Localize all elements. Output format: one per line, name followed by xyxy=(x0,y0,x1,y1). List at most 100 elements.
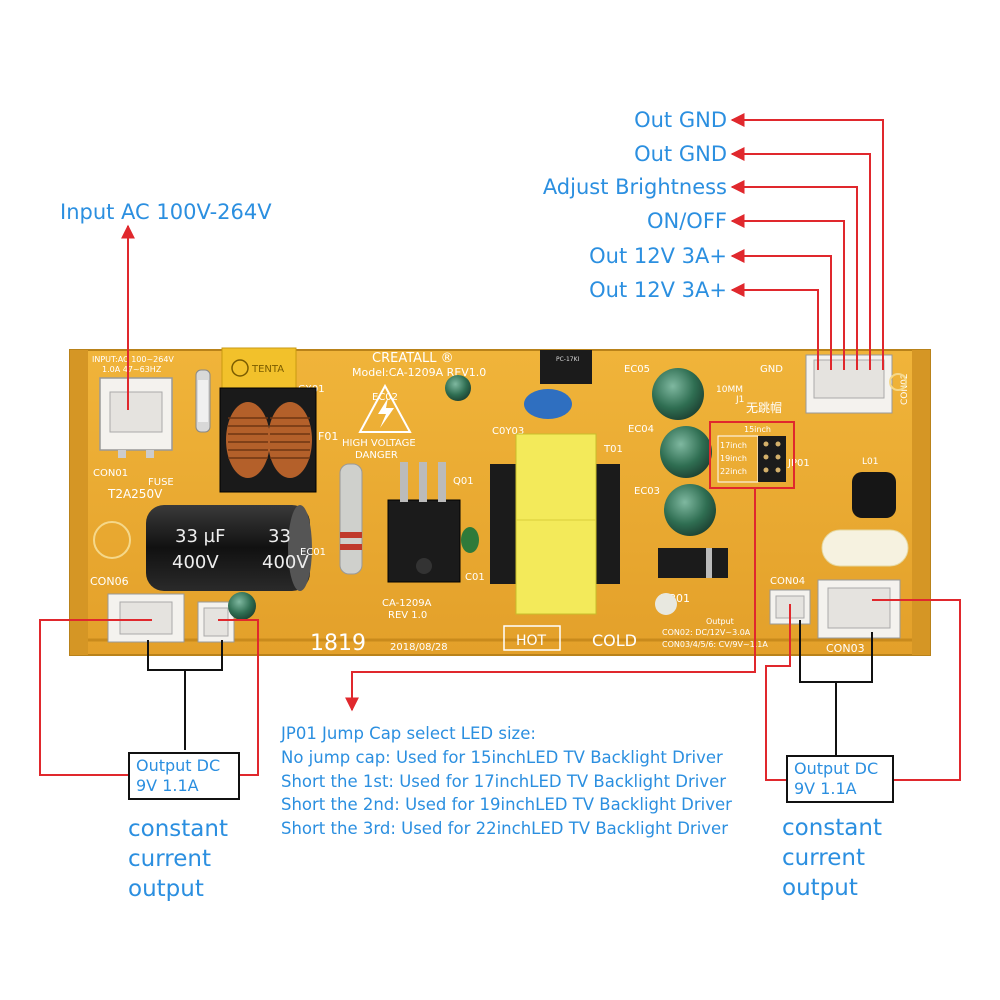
con03-connector xyxy=(817,579,901,639)
pin-label-out-12v-2: Out 12V 3A+ xyxy=(589,278,727,302)
silk-jp-19: 19inch xyxy=(720,454,747,463)
optocoupler xyxy=(540,350,592,384)
silk-10mm: 10MM xyxy=(716,385,743,395)
right-output-box: Output DC 9V 1.1A xyxy=(786,755,894,803)
right-constant-current-label: constant current output xyxy=(782,813,882,903)
silk-ec04: EC04 xyxy=(628,424,654,435)
silk-input2: 1.0A 47~63HZ xyxy=(102,365,162,374)
con05-connector xyxy=(197,601,235,643)
right-cc-line3: output xyxy=(782,875,858,901)
silk-hot: HOT xyxy=(516,633,547,649)
silk-fuse-rating: T2A250V xyxy=(107,487,163,501)
silk-f01: F01 xyxy=(318,430,338,443)
silk-wu-tiao: 无跳帽 xyxy=(746,400,782,415)
left-constant-current-label: constant current output xyxy=(128,814,228,904)
right-output-line1: Output DC xyxy=(794,759,879,778)
right-cc-line2: current xyxy=(782,845,865,871)
jumper-note-line xyxy=(345,488,756,712)
left-output-red-line2 xyxy=(218,619,259,776)
fuse xyxy=(195,369,211,433)
hot-cold-mark xyxy=(503,625,561,651)
silk-output1: Output xyxy=(706,617,734,626)
pin-label-out-gnd-1: Out GND xyxy=(634,108,727,132)
silk-gnd: GND xyxy=(760,364,783,375)
silk-rev: REV 1.0 xyxy=(388,610,427,621)
transformer xyxy=(490,433,620,615)
bulk-capacitor xyxy=(146,505,312,591)
cap-value: 33 µF xyxy=(175,526,225,547)
annotation-black-lines xyxy=(147,620,873,755)
left-output-red-line xyxy=(39,619,152,776)
silk-pc817: PC-17KI xyxy=(556,356,580,363)
cap2-voltage: 400V xyxy=(262,552,309,573)
silk-jp-15: 15inch xyxy=(744,425,771,434)
silk-con02: CON02 xyxy=(900,373,910,405)
jumper-highlight-box xyxy=(709,421,795,489)
pin5-line xyxy=(730,249,832,370)
ec03-capacitor xyxy=(664,484,716,536)
silk-jp-17: 17inch xyxy=(720,441,747,450)
silk-t01: T01 xyxy=(603,444,623,455)
silk-c01: C01 xyxy=(465,572,485,583)
left-output-box: Output DC 9V 1.1A xyxy=(128,752,240,800)
silk-l01: L01 xyxy=(862,457,878,467)
pin-label-out-12v-1: Out 12V 3A+ xyxy=(589,244,727,268)
silk-ec01: EC01 xyxy=(300,547,326,558)
jumper-note-line-2: Short the 1st: Used for 17inchLED TV Bac… xyxy=(281,771,727,791)
left-cc-line3: output xyxy=(128,876,204,902)
silk-j1: J1 xyxy=(735,395,744,405)
right-output-red-line2 xyxy=(872,599,961,781)
green-capacitor xyxy=(461,527,479,553)
silk-brand: CREATALL ® xyxy=(372,351,454,366)
silk-fuse: FUSE xyxy=(148,477,174,488)
cap2-value: 33 xyxy=(268,526,291,547)
silk-input: INPUT:AC 100~264V xyxy=(92,355,174,364)
cap-voltage: 400V xyxy=(172,552,219,573)
inductor-l01 xyxy=(852,472,896,518)
silk-c0y03: C0Y03 xyxy=(492,426,524,437)
silk-ec03: EC03 xyxy=(634,486,660,497)
mosfet xyxy=(387,462,461,583)
silk-jp-22: 22inch xyxy=(720,467,747,476)
right-cc-line1: constant xyxy=(782,815,882,841)
pin2-line xyxy=(730,147,871,370)
jumper-note: JP01 Jump Cap select LED size: No jump c… xyxy=(281,722,732,841)
silk-jp01: JP01 xyxy=(787,458,810,469)
silk-hv2: DANGER xyxy=(355,450,398,461)
ec04-capacitor xyxy=(660,426,712,478)
pin4-line xyxy=(730,214,845,370)
power-resistor xyxy=(339,463,363,575)
mounting-hole-left xyxy=(93,521,131,559)
silk-q01: Q01 xyxy=(453,476,474,487)
jumper-note-line-1: No jump cap: Used for 15inchLED TV Backl… xyxy=(281,747,723,767)
silk-hv1: HIGH VOLTAGE xyxy=(342,438,416,449)
annotation-lines xyxy=(39,113,961,781)
silk-model: Model:CA-1209A REV1.0 xyxy=(352,366,486,379)
right-output-red-line xyxy=(765,604,791,781)
silk-date-code: 1819 xyxy=(310,631,366,656)
con01-connector xyxy=(99,377,173,458)
left-output-line1: Output DC xyxy=(136,756,221,775)
pin6-line xyxy=(730,283,819,370)
jp01-jumper-header xyxy=(717,435,786,483)
ec02-capacitor xyxy=(445,375,471,401)
tenta-text: TENTA xyxy=(251,364,284,375)
silk-model2: CA-1209A xyxy=(382,598,432,609)
ptc xyxy=(655,593,677,615)
con02-connector xyxy=(805,354,893,414)
silk-con01: CON01 xyxy=(93,468,128,479)
x-capacitor: TENTA xyxy=(221,347,297,389)
jumper-note-line-3: Short the 2nd: Used for 19inchLED TV Bac… xyxy=(281,795,732,815)
pin-label-out-gnd-2: Out GND xyxy=(634,142,727,166)
right-output-line2: 9V 1.1A xyxy=(794,779,857,798)
left-cc-line1: constant xyxy=(128,816,228,842)
silk-con04: CON04 xyxy=(770,576,805,587)
con06-connector xyxy=(107,593,185,643)
jumper-note-line-4: Short the 3rd: Used for 22inchLED TV Bac… xyxy=(281,819,728,839)
board-slot xyxy=(821,529,909,567)
common-mode-choke xyxy=(219,387,317,493)
silk-ec05: EC05 xyxy=(624,364,650,375)
ec05-capacitor xyxy=(652,368,704,420)
